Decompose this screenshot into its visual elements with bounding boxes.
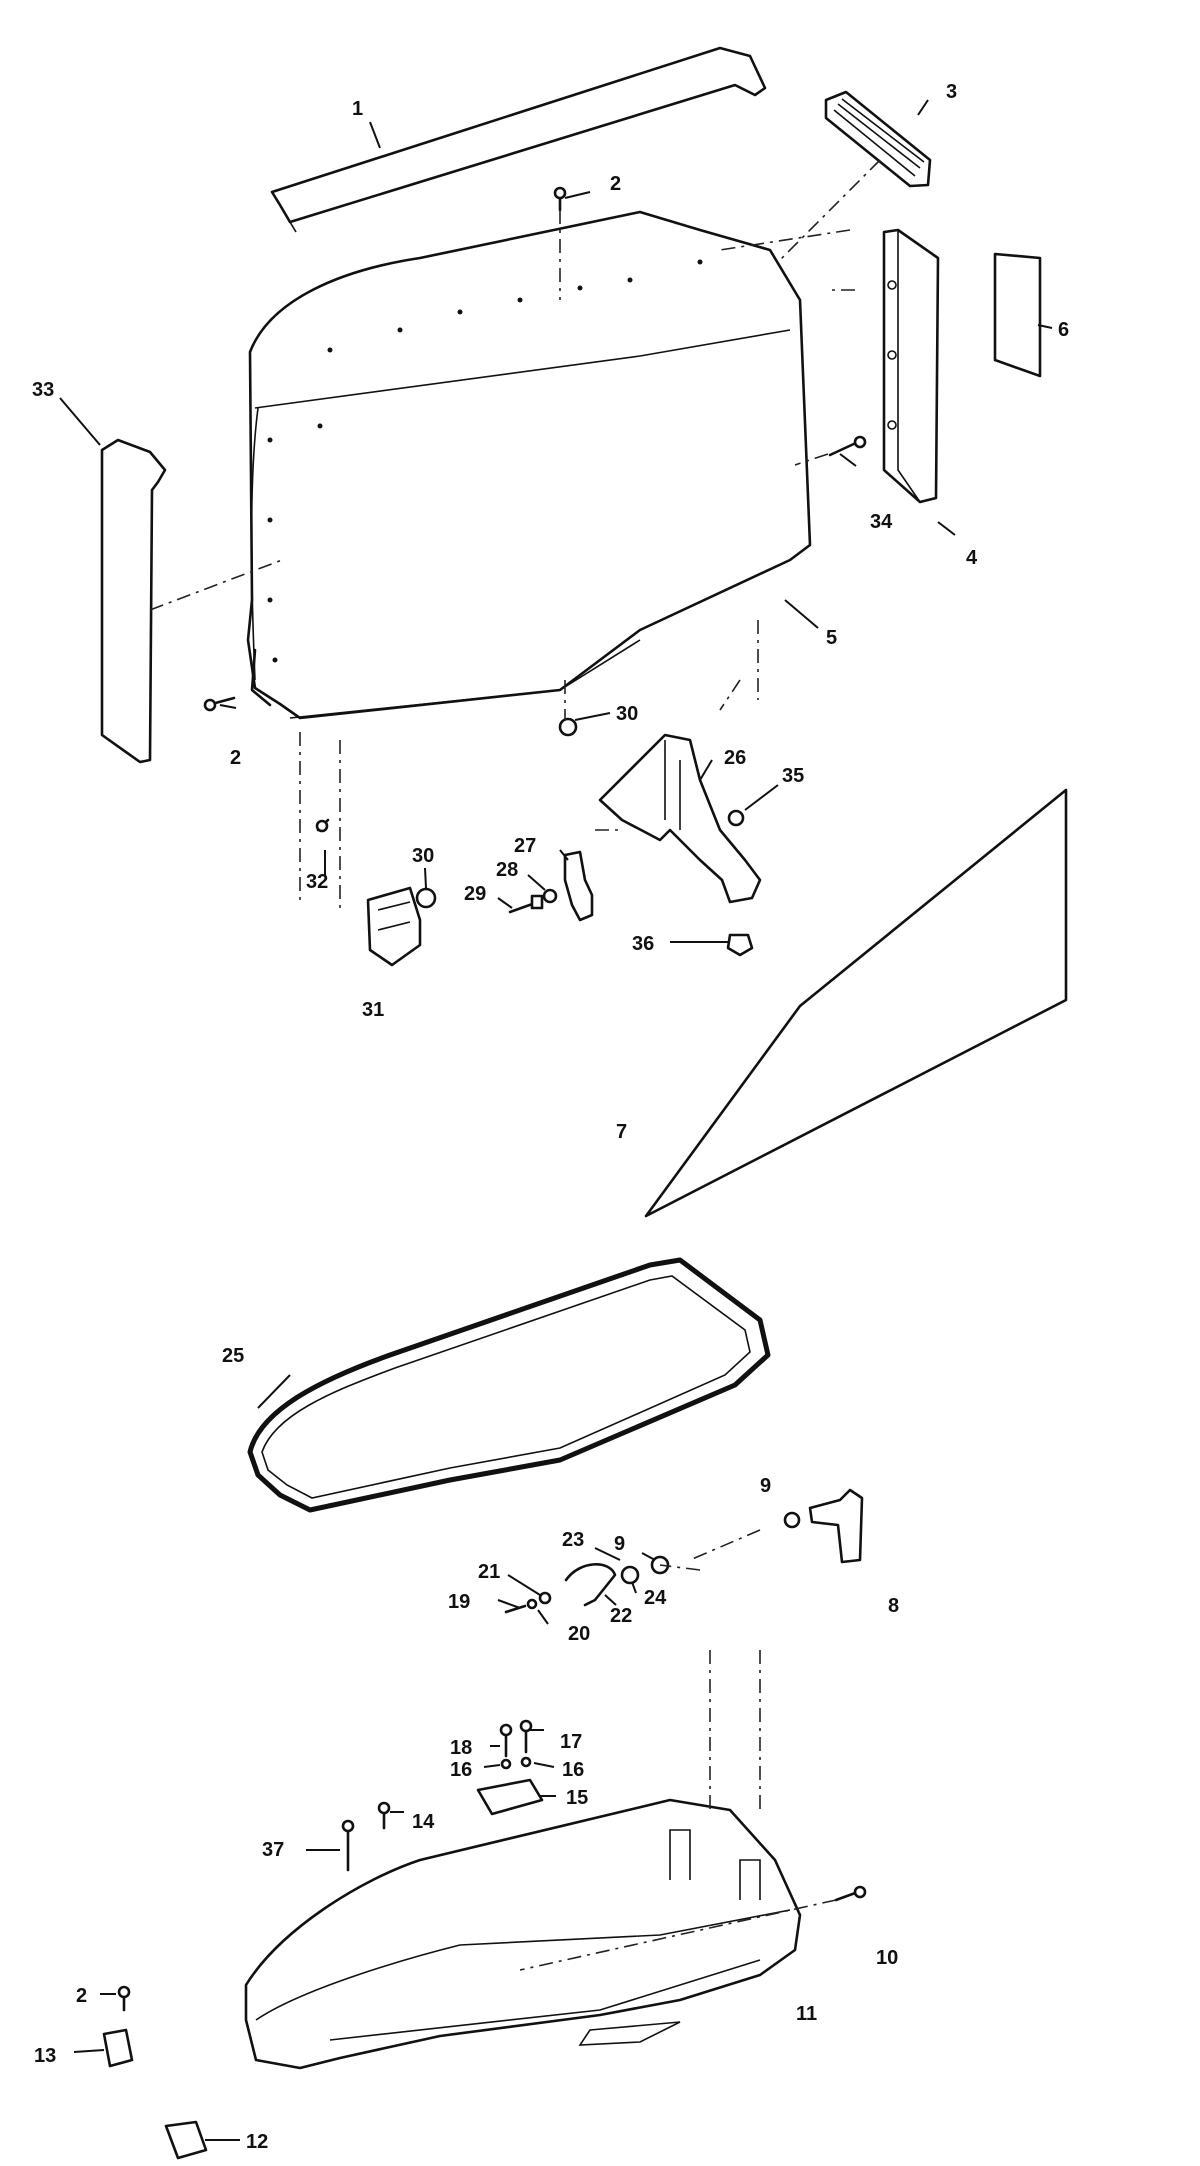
- part-17-screw: [519, 1719, 533, 1754]
- callout-27: 27: [514, 835, 536, 857]
- part-30-nut-a: [415, 887, 437, 909]
- callout-15: 15: [566, 1787, 588, 1809]
- callout-1: 1: [352, 98, 363, 120]
- callout-22: 22: [610, 1605, 632, 1627]
- part-24-bushing: [620, 1565, 640, 1585]
- callout-23: 23: [562, 1529, 584, 1551]
- callout-6: 6: [1058, 319, 1069, 341]
- callout-20: 20: [568, 1623, 590, 1645]
- callout-5: 5: [826, 627, 837, 649]
- callout-25: 25: [222, 1345, 244, 1367]
- callout-33: 33: [32, 379, 54, 401]
- part-19-screw: [504, 1604, 527, 1614]
- callout-35: 35: [782, 765, 804, 787]
- part-2-screw-c: [117, 1985, 131, 2012]
- part-16-washer-a: [500, 1758, 512, 1770]
- part-7-decal-sheet: [644, 788, 1068, 1218]
- part-14-screw: [377, 1801, 391, 1830]
- part-13-clip: [102, 2028, 134, 2068]
- callout-14: 14: [412, 1811, 435, 1833]
- callout-2: 2: [76, 1985, 87, 2007]
- callout-labels: 1 2 2 2 3 4 5 6 7 8 9 9 10 11 12 13 14 1…: [32, 81, 1069, 2153]
- part-3-vent-grille: [824, 90, 932, 188]
- part-20-washer: [526, 1598, 538, 1610]
- callout-16: 16: [450, 1759, 472, 1781]
- callout-36: 36: [632, 933, 654, 955]
- callout-17: 17: [560, 1731, 582, 1753]
- part-21-washer: [538, 1591, 552, 1605]
- callout-29: 29: [464, 883, 486, 905]
- callout-12: 12: [246, 2131, 268, 2153]
- part-29-screw: [508, 894, 544, 914]
- part-16-washer-b: [520, 1756, 532, 1768]
- callout-30: 30: [616, 703, 638, 725]
- part-36-grommet: [726, 933, 754, 957]
- callout-31: 31: [362, 999, 384, 1021]
- callout-37: 37: [262, 1839, 284, 1861]
- callout-2: 2: [230, 747, 241, 769]
- part-31-bracket: [366, 886, 422, 967]
- part-2-screw-a: [553, 186, 567, 212]
- callout-9: 9: [614, 1533, 625, 1555]
- callout-9: 9: [760, 1475, 771, 1497]
- callout-10: 10: [876, 1947, 898, 1969]
- callout-16: 16: [562, 1759, 584, 1781]
- callout-4: 4: [966, 547, 978, 569]
- part-4-side-rail: [882, 228, 940, 504]
- part-8-latch-handle: [808, 1488, 864, 1564]
- part-9-washer-a: [783, 1511, 801, 1529]
- part-32-screw: [315, 818, 330, 833]
- callout-32: 32: [306, 871, 328, 893]
- part-26-bracket: [598, 733, 762, 904]
- callout-30: 30: [412, 845, 434, 867]
- part-12-block: [164, 2120, 208, 2160]
- callout-24: 24: [644, 1587, 667, 1609]
- part-18-screw: [499, 1723, 513, 1758]
- part-15-plate: [476, 1778, 544, 1816]
- part-27-latch: [563, 850, 594, 922]
- callout-18: 18: [450, 1737, 472, 1759]
- part-34-screw: [828, 435, 867, 457]
- part-33-side-panel: [100, 438, 167, 764]
- part-1-top-trim: [270, 46, 767, 233]
- part-37-bolt: [341, 1819, 355, 1872]
- callout-leaders: [59, 99, 1053, 2141]
- part-28-washer: [542, 888, 558, 904]
- part-5-top-cowl: [246, 210, 812, 720]
- part-11-bottom-cowl: [244, 1798, 802, 2070]
- part-2-screw-b: [203, 696, 236, 712]
- part-30-nut-b: [558, 717, 578, 737]
- callout-8: 8: [888, 1595, 899, 1617]
- part-22-spring: [564, 1563, 617, 1607]
- part-25-seal: [247, 1257, 771, 1513]
- part-35-nut: [727, 809, 745, 827]
- callout-13: 13: [34, 2045, 56, 2067]
- callout-3: 3: [946, 81, 957, 103]
- callout-34: 34: [870, 511, 893, 533]
- callout-19: 19: [448, 1591, 470, 1613]
- callout-2: 2: [610, 173, 621, 195]
- callout-26: 26: [724, 747, 746, 769]
- callout-28: 28: [496, 859, 518, 881]
- callout-7: 7: [616, 1121, 627, 1143]
- callout-11: 11: [796, 2003, 817, 2025]
- assembly-dash-lines: [149, 159, 881, 1971]
- part-10-screw: [834, 1885, 867, 1902]
- callout-21: 21: [478, 1561, 500, 1583]
- part-6-decal: [993, 252, 1042, 378]
